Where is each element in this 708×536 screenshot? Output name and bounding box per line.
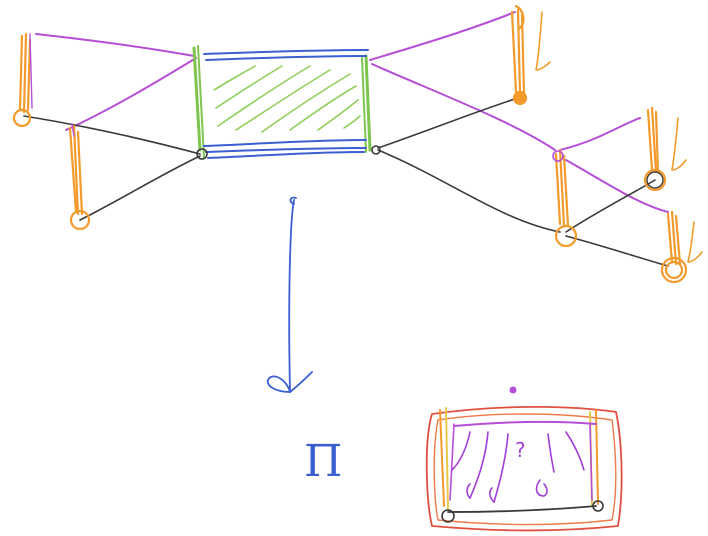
bottom-node-right [592, 500, 604, 512]
box-node-right [371, 145, 381, 155]
blue-edges [203, 49, 369, 159]
pole-far-left [12, 32, 33, 128]
magenta-links [35, 11, 669, 213]
pole-mid-right [552, 148, 578, 248]
down-arrow [266, 196, 313, 393]
magenta-dot [509, 386, 517, 394]
outer-red-outline [425, 406, 623, 532]
pole-right-upper [643, 106, 687, 192]
central-box [192, 45, 381, 160]
box-node-left [196, 148, 208, 160]
bottom-fan-lines [451, 431, 585, 503]
pole-top-right [510, 4, 551, 106]
hatch-lines [213, 65, 361, 133]
bottom-box [425, 406, 623, 532]
pole-left [68, 123, 91, 231]
pole-right-lower [660, 210, 703, 284]
black-links [23, 97, 669, 267]
pi-symbol: Π [304, 436, 343, 487]
bottom-node-left [441, 509, 455, 523]
question-mark: ? [515, 438, 526, 462]
